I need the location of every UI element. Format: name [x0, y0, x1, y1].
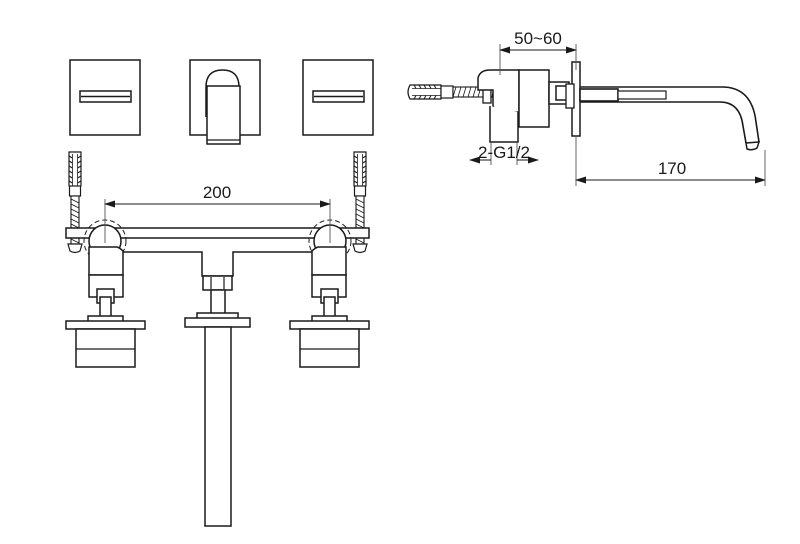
view-side-section: 50~60 2-G1/2 170	[407, 29, 766, 186]
dimension-spread-label: 200	[203, 183, 231, 202]
mounting-bracket-bar	[65, 227, 370, 239]
left-valve-assembly	[65, 219, 146, 368]
view-rough-in-assembly: 200	[65, 151, 370, 527]
right-valve-assembly	[289, 219, 370, 368]
dimension-spread-200: 200	[104, 183, 331, 243]
dimension-wall-depth: 50~60	[499, 29, 577, 75]
center-spout-riser	[184, 289, 251, 527]
dimension-spout-reach: 170	[575, 136, 766, 186]
curved-spout	[580, 86, 761, 151]
left-lever-handle	[79, 90, 132, 103]
dimension-wall-depth-label: 50~60	[514, 29, 562, 48]
telescoping-spout-tube	[579, 88, 667, 102]
right-handle-plate	[302, 59, 374, 136]
right-lever-handle	[312, 90, 365, 103]
center-spout-plate	[189, 59, 261, 145]
callout-thread-size: 2-G1/2	[469, 142, 539, 165]
callout-thread-size-label: 2-G1/2	[478, 143, 530, 162]
view-front-elevation	[69, 59, 374, 145]
left-handle-plate	[69, 59, 141, 136]
dimension-spout-reach-label: 170	[658, 159, 686, 178]
